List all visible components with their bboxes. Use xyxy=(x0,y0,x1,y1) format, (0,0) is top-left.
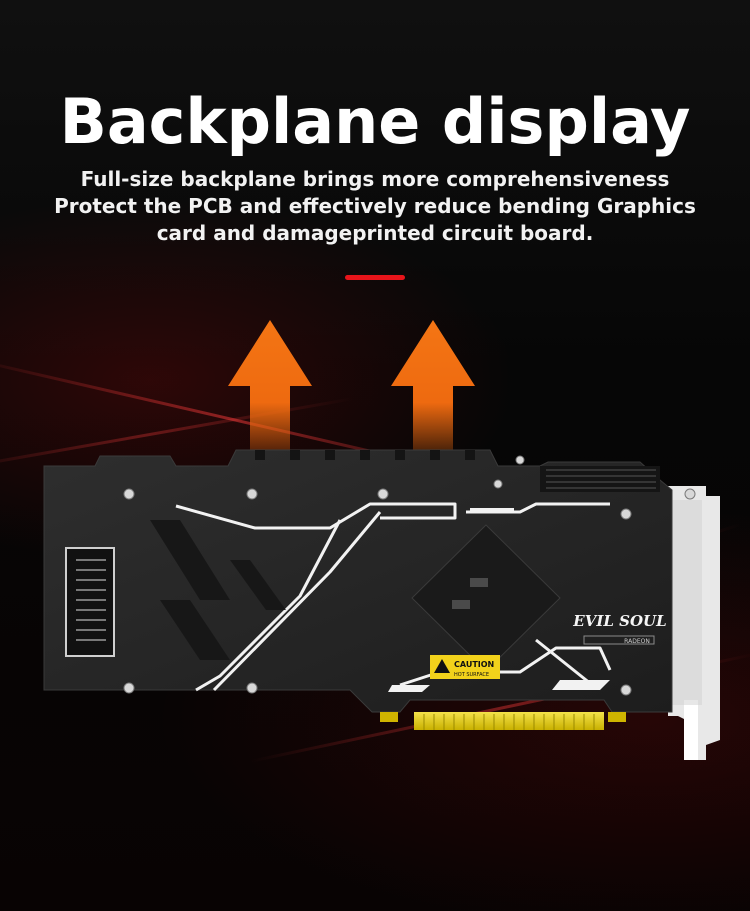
heat-up-arrow-icon xyxy=(391,320,475,470)
pcie-bracket xyxy=(668,486,720,760)
graphics-card-backplate-illustration: EVIL SOUL RADEON CAUTION HOT SURFACE xyxy=(43,320,720,760)
pcie-gold-fingers xyxy=(380,712,626,730)
page-title: Backplane display xyxy=(59,85,691,158)
caution-triangle-icon xyxy=(434,659,450,673)
backplate: EVIL SOUL RADEON CAUTION HOT SURFACE xyxy=(43,449,696,713)
caution-label: CAUTION xyxy=(454,660,494,669)
brand-logo-text: EVIL SOUL xyxy=(572,612,666,630)
caution-sticker: CAUTION HOT SURFACE xyxy=(430,655,500,679)
radeon-series-text: RADEON xyxy=(624,638,650,645)
hot-surface-label: HOT SURFACE xyxy=(454,672,489,678)
accent-divider xyxy=(345,275,405,280)
page-subtitle: Full-size backplane brings more comprehe… xyxy=(54,167,696,245)
heat-up-arrow-icon xyxy=(228,320,312,470)
